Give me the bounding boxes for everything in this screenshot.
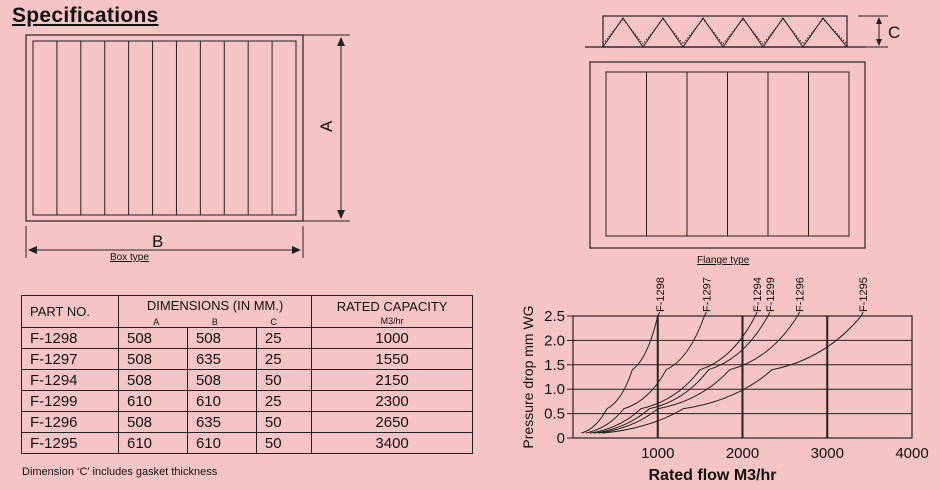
series-line — [585, 315, 705, 434]
cell-dim-c: 50 — [255, 369, 313, 391]
cell-dim-a: 610 — [118, 390, 188, 412]
box-type-drawing — [25, 34, 350, 258]
series-line — [581, 315, 659, 434]
cell-capacity: 1550 — [311, 348, 473, 370]
gasket-note: Dimension ‘C’ includes gasket thickness — [22, 466, 218, 478]
cell-part-no: F-1297 — [21, 348, 119, 370]
cell-dim-b: 610 — [186, 432, 257, 454]
cell-dim-a: 508 — [118, 327, 188, 349]
series-label: F-1298 — [655, 277, 667, 312]
header-capacity-label: RATED CAPACITY — [336, 299, 448, 314]
header-part-no: PART NO. — [21, 295, 119, 328]
cell-capacity: 3400 — [311, 432, 473, 454]
x-tick-label: 1000 — [641, 445, 674, 462]
cell-part-no: F-1295 — [21, 432, 119, 454]
page-title: Specifications — [12, 4, 159, 27]
header-dim-a: A — [153, 317, 160, 327]
y-tick-label: 2.0 — [544, 332, 565, 349]
cell-dim-a: 508 — [118, 348, 188, 370]
flange-type-drawing — [585, 15, 888, 249]
cell-dim-c: 25 — [255, 327, 313, 349]
cell-capacity: 1000 — [311, 327, 473, 349]
table-header-row: PART NO. DIMENSIONS (IN MM.) A B C RATED… — [21, 295, 473, 328]
dimension-a-label: A — [317, 120, 336, 132]
series-line — [602, 315, 862, 434]
x-tick-label: 4000 — [895, 445, 928, 462]
dimension-c-label: C — [888, 23, 900, 42]
y-tick-label: 1.0 — [544, 381, 565, 398]
header-dim-b: B — [211, 317, 218, 327]
cell-part-no: F-1294 — [21, 369, 119, 391]
cell-dim-a: 508 — [118, 411, 188, 433]
cell-dim-b: 635 — [186, 411, 257, 433]
cell-capacity: 2650 — [311, 411, 473, 433]
header-dimensions-label: DIMENSIONS (IN MM.) — [146, 298, 284, 313]
series-label: F-1296 — [795, 277, 807, 312]
header-dim-c: C — [270, 317, 277, 327]
series-leader — [860, 311, 864, 317]
series-label: F-1297 — [701, 277, 713, 312]
cell-dim-c: 25 — [255, 348, 313, 370]
box-type-caption: Box type — [110, 252, 149, 263]
series-leader — [797, 311, 801, 317]
pressure-drop-chart: 0 0.5 1.0 1.5 2.0 2.5 1000 2000 3000 4000 F-1298 F… — [520, 277, 929, 484]
cell-dim-a: 610 — [118, 432, 188, 454]
header-capacity: RATED CAPACITY M3/hr — [311, 295, 473, 328]
y-tick-label: 0.5 — [544, 406, 565, 423]
y-tick-label: 1.5 — [544, 357, 565, 374]
cell-part-no: F-1296 — [21, 411, 119, 433]
series-leader — [657, 311, 661, 317]
cell-dim-c: 25 — [255, 390, 313, 412]
series-leader — [703, 311, 707, 317]
y-axis-label: Pressure drop mm WG — [520, 305, 536, 448]
series-line — [589, 315, 756, 434]
header-dimensions: DIMENSIONS (IN MM.) A B C — [117, 295, 313, 328]
cell-dim-c: 50 — [255, 432, 313, 454]
series-label: F-1294 — [752, 277, 764, 312]
cell-dim-b: 508 — [186, 369, 257, 391]
cell-dim-b: 610 — [186, 390, 257, 412]
series-label: F-1295 — [858, 277, 870, 312]
series-label: F-1299 — [765, 277, 777, 312]
specifications-table: PART NO. DIMENSIONS (IN MM.) A B C RATED… — [21, 295, 473, 454]
cell-dim-a: 508 — [118, 369, 188, 391]
cell-capacity: 2150 — [311, 369, 473, 391]
series-line — [594, 315, 769, 434]
y-tick-label: 2.5 — [544, 308, 565, 325]
y-tick-label: 0 — [557, 430, 565, 447]
cell-capacity: 2300 — [311, 390, 473, 412]
cell-part-no: F-1299 — [21, 390, 119, 412]
cell-part-no: F-1298 — [21, 327, 119, 349]
header-capacity-unit: M3/hr — [380, 316, 404, 326]
flange-type-caption: Flange type — [697, 255, 750, 266]
series-line — [598, 315, 799, 434]
dimension-b-label: B — [152, 232, 163, 251]
x-tick-label: 3000 — [811, 445, 844, 462]
cell-dim-b: 635 — [186, 348, 257, 370]
series-leader — [754, 311, 758, 317]
series-leader — [767, 311, 771, 317]
x-tick-label: 2000 — [726, 445, 759, 462]
cell-dim-c: 50 — [255, 411, 313, 433]
x-axis-label: Rated flow M3/hr — [648, 467, 776, 484]
cell-dim-b: 508 — [186, 327, 257, 349]
